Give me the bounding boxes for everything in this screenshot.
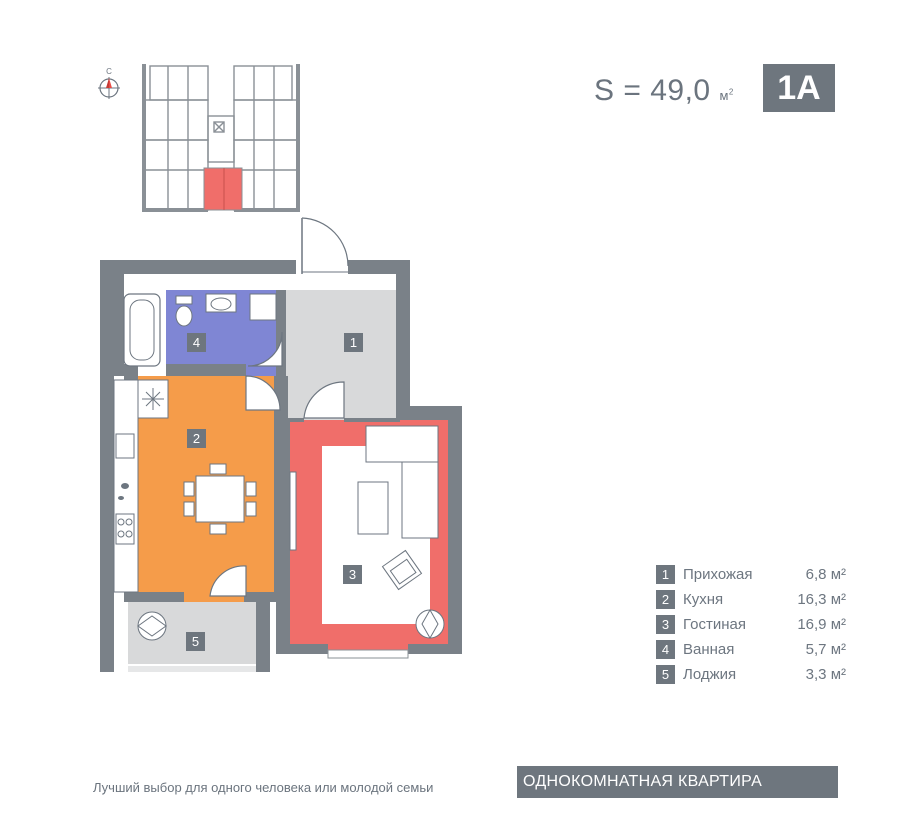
kitchen-sink-icon	[115, 433, 135, 459]
legend-room-name: Ванная	[683, 641, 735, 658]
legend-room-name: Лоджия	[683, 666, 737, 683]
legend-room-name: Гостиная	[683, 616, 746, 633]
room-badge-5: 5	[186, 632, 205, 651]
stove-icon	[115, 513, 135, 545]
sink-icon	[205, 293, 237, 313]
building-key-plan	[142, 64, 300, 212]
legend-room-area: 16,3 м²	[797, 591, 846, 608]
legend-row: 1 Прихожая 6,8 м²	[656, 562, 846, 587]
legend-number: 5	[656, 665, 675, 684]
compass-north-label: С	[106, 67, 112, 76]
room-badge-3: 3	[343, 565, 362, 584]
legend-room-area: 3,3 м²	[805, 666, 846, 683]
legend-number: 2	[656, 590, 675, 609]
room-badge-2: 2	[187, 429, 206, 448]
room-badge-1: 1	[344, 333, 363, 352]
tagline: Лучший выбор для одного человека или мол…	[93, 780, 434, 795]
coffee-table-icon	[357, 481, 389, 535]
legend-row: 5 Лоджия 3,3 м²	[656, 662, 846, 687]
legend-room-name: Кухня	[683, 591, 724, 608]
apartment-type-banner: ОДНОКОМНАТНАЯ КВАРТИРА	[517, 766, 838, 798]
apartment-code-badge: 1А	[763, 64, 835, 112]
room-badge-4: 4	[187, 333, 206, 352]
floor-plan	[100, 217, 462, 672]
legend-room-area: 6,8 м²	[805, 566, 846, 583]
total-area-unit: м2	[719, 87, 734, 103]
legend-row: 4 Ванная 5,7 м²	[656, 637, 846, 662]
legend-number: 4	[656, 640, 675, 659]
bathtub-icon	[123, 293, 161, 367]
armchair-icon	[381, 549, 423, 591]
dining-table-icon	[195, 475, 245, 523]
legend-row: 2 Кухня 16,3 м²	[656, 587, 846, 612]
sofa-icon	[365, 425, 439, 463]
toilet-icon	[175, 305, 193, 327]
legend-room-name: Прихожая	[683, 566, 753, 583]
legend-number: 3	[656, 615, 675, 634]
balcony-plant-icon	[137, 611, 167, 641]
legend-room-area: 5,7 м²	[805, 641, 846, 658]
plant-icon	[415, 608, 445, 640]
room-legend: 1 Прихожая 6,8 м² 2 Кухня 16,3 м² 3 Гост…	[656, 562, 846, 687]
compass-icon: С	[98, 67, 120, 99]
legend-row: 3 Гостиная 16,9 м²	[656, 612, 846, 637]
washing-machine-icon	[249, 293, 277, 321]
tv-stand-icon	[289, 471, 297, 551]
legend-room-area: 16,9 м²	[797, 616, 846, 633]
highlighted-apartment	[203, 167, 243, 211]
legend-number: 1	[656, 565, 675, 584]
total-area: S = 49,0 м2	[594, 74, 734, 108]
total-area-value: S = 49,0	[594, 74, 711, 107]
